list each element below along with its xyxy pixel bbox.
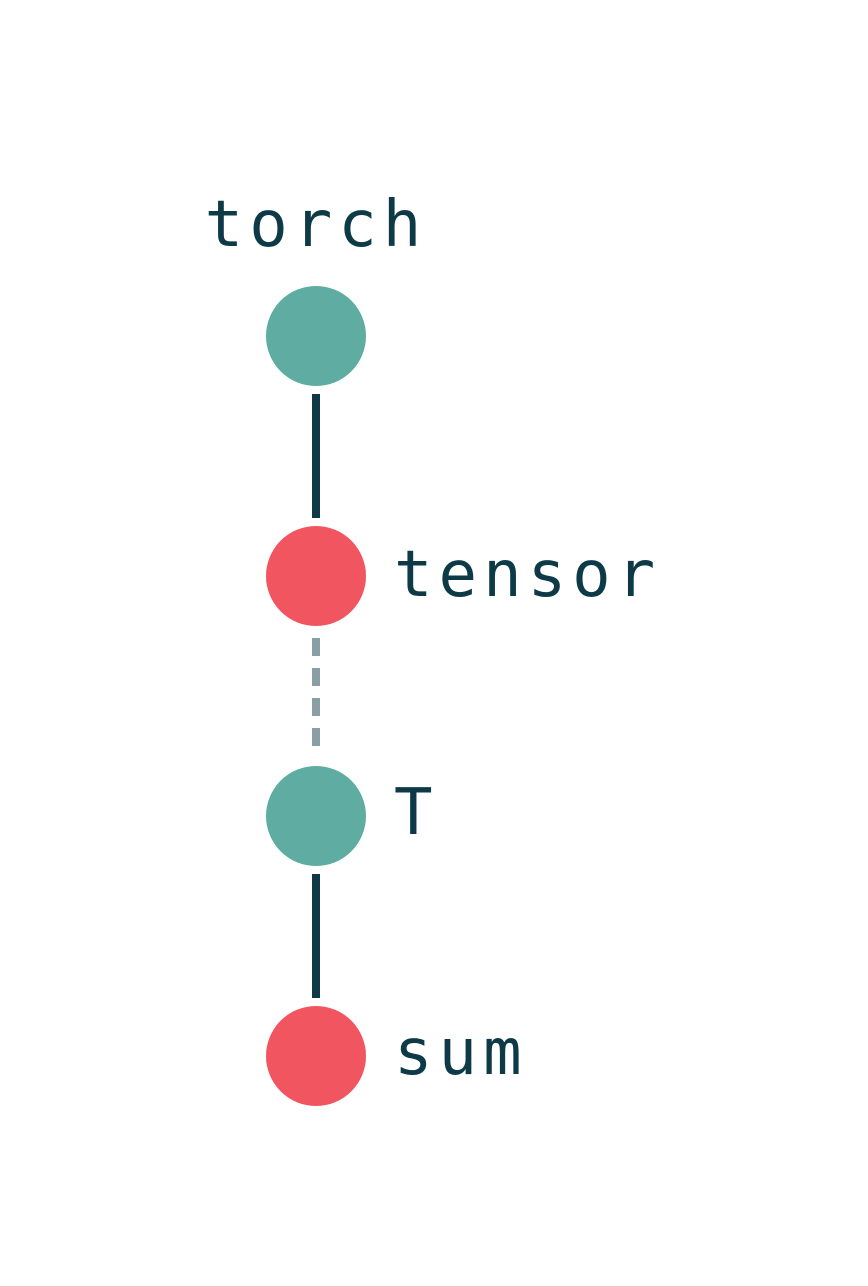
node-label-sum: sum [394,1016,528,1090]
node-label-tensor: tensor [394,538,661,612]
node-tensor [266,526,366,626]
node-sum [266,1006,366,1106]
node-T [266,766,366,866]
node-torch [266,286,366,386]
node-label-torch: torch [205,188,428,262]
node-label-T: T [394,776,439,850]
